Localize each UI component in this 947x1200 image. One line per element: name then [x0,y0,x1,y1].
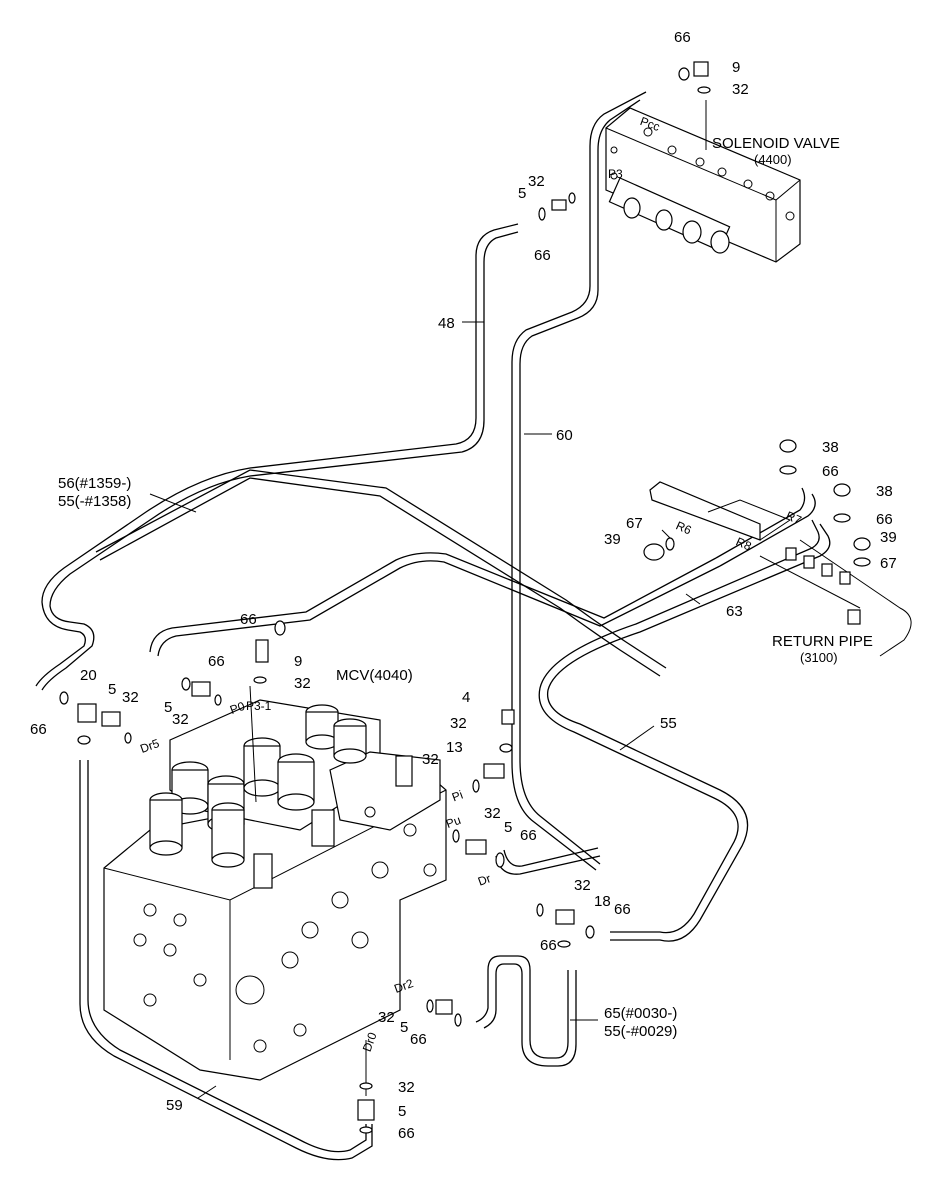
callout-13: 13 [446,739,463,756]
callout-65: 65(#0030-) [604,1005,678,1022]
solenoid-valve [605,107,801,263]
callout-32: 32 [122,689,139,706]
callout-48: 48 [438,315,455,332]
callout-32: 32 [528,173,545,190]
callout-67: 67 [880,555,897,572]
callout-55: 55 [660,715,677,732]
callout-5: 5 [398,1103,407,1120]
callout-32: 32 [732,81,749,98]
callout-66: 66 [674,29,691,46]
hose-48 [35,223,519,691]
callout-32: 32 [378,1009,395,1026]
hose-63 [149,487,816,657]
callout-59: 59 [166,1097,183,1114]
hose-56 [95,469,667,677]
callout-5: 5 [164,699,173,716]
callout-66: 66 [208,653,225,670]
callout-4: 4 [462,689,471,706]
solenoid-valve-label: SOLENOID VALVE [712,135,840,152]
solenoid-valve-code: (4400) [754,152,792,167]
callout-18: 18 [594,893,611,910]
callout-66: 66 [614,901,631,918]
callout-32: 32 [172,711,189,728]
callout-32: 32 [422,751,439,768]
callout-66: 66 [540,937,557,954]
mcv-block [103,699,447,1081]
return-pipe-code: (3100) [800,650,838,665]
callout-66: 66 [520,827,537,844]
return-pipe-label: RETURN PIPE [772,633,873,650]
callout-32: 32 [574,877,591,894]
callout-32: 32 [398,1079,415,1096]
callout-5: 5 [518,185,527,202]
callout-39: 39 [880,529,897,546]
callout-66: 66 [822,463,839,480]
callout-32: 32 [450,715,467,732]
callout-66: 66 [240,611,257,628]
port-mark: P3-1 [246,699,272,713]
callout-67: 67 [626,515,643,532]
callout-66: 66 [534,247,551,264]
callout-66: 66 [398,1125,415,1142]
callout-60: 60 [556,427,573,444]
mcv-label: MCV(4040) [336,667,413,684]
fittings [59,61,871,1134]
callout-55: 55(-#0029) [604,1023,678,1040]
callout-63: 63 [726,603,743,620]
hose-65 [475,955,577,1067]
callout-66: 66 [30,721,47,738]
callout-56: 56(#1359-) [58,475,132,492]
callout-5: 5 [504,819,513,836]
callout-66: 66 [410,1031,427,1048]
callout-39: 39 [604,531,621,548]
return-pipe-block [649,481,912,657]
callout-66: 66 [876,511,893,528]
callout-20: 20 [80,667,97,684]
callout-38: 38 [876,483,893,500]
callout-32: 32 [484,805,501,822]
callout-9: 9 [732,59,741,76]
callout-5: 5 [108,681,117,698]
port-mark: P3 [608,167,623,181]
hose-60 [511,91,647,871]
hose-59 [79,760,373,1161]
callout-9: 9 [294,653,303,670]
callout-38: 38 [822,439,839,456]
callout-5: 5 [400,1019,409,1036]
callout-32: 32 [294,675,311,692]
callout-55: 55(-#1358) [58,493,132,510]
